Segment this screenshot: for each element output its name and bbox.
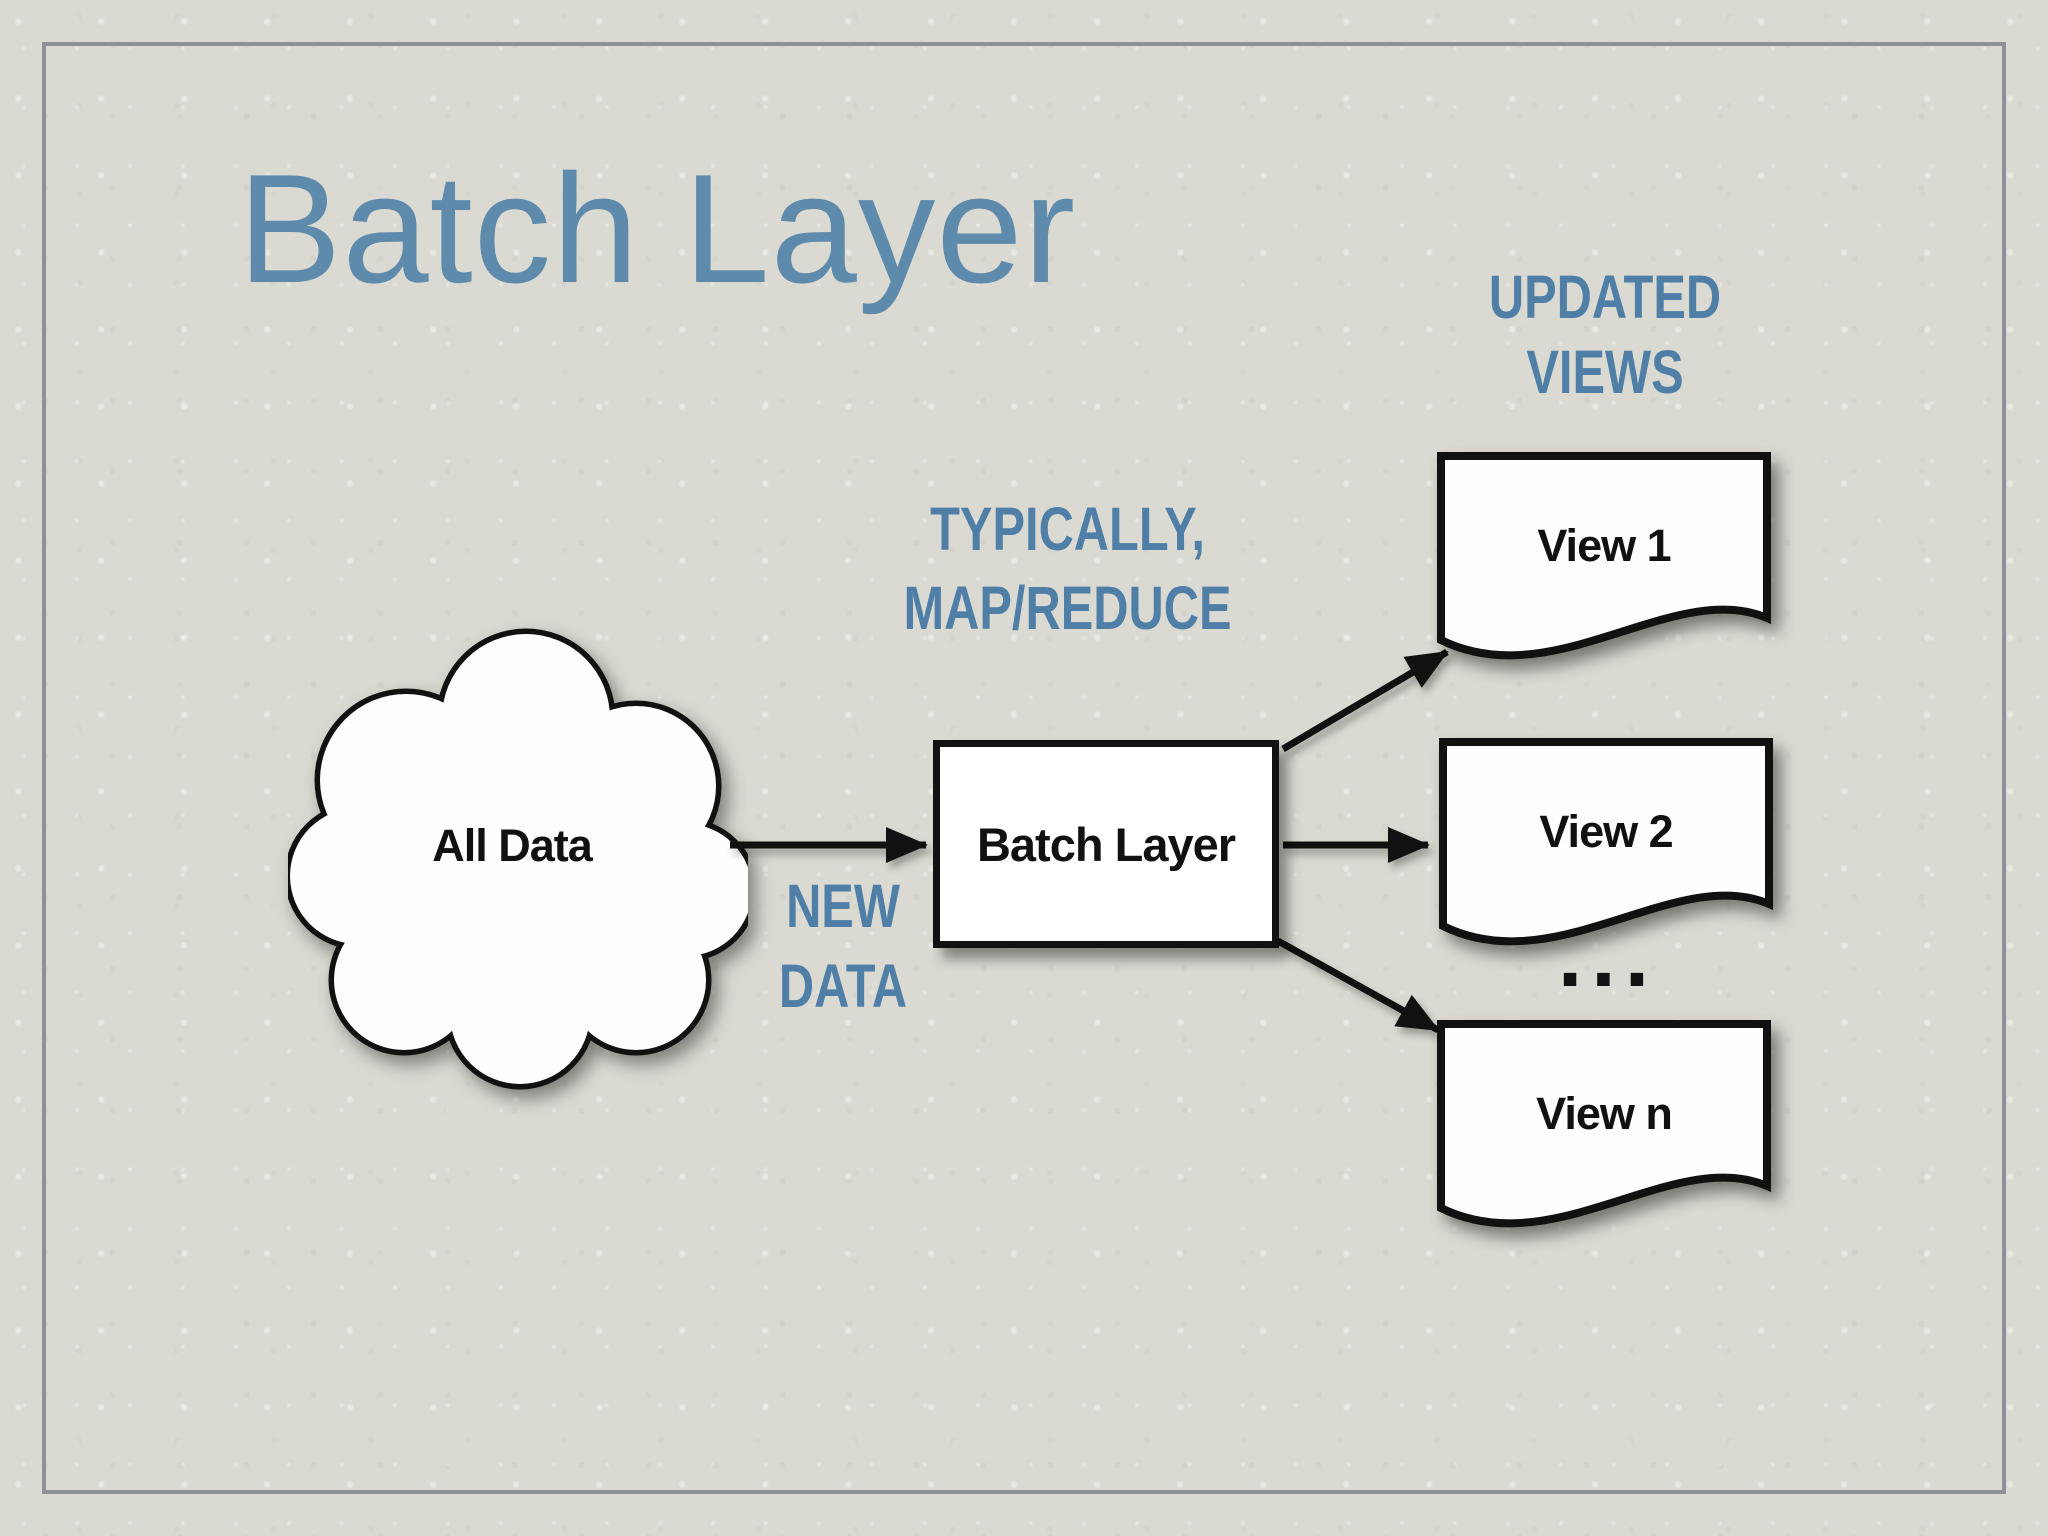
updated-views-label: UPDATED VIEWS	[1441, 260, 1769, 410]
slide-title: Batch Layer	[238, 142, 1077, 315]
view-1-label: View 1	[1537, 520, 1671, 571]
view-2-document-shape	[1439, 738, 1773, 946]
view-1-document-shape	[1437, 452, 1771, 660]
views-ellipsis: ...	[1557, 906, 1659, 1005]
new-data-line1: NEW	[786, 872, 900, 940]
updated-views-line1: UPDATED	[1488, 263, 1722, 331]
typically-mapreduce-label: TYPICALLY, MAP/REDUCE	[902, 490, 1234, 649]
mapreduce-line: MAP/REDUCE	[903, 574, 1232, 643]
cloud-fill	[290, 634, 748, 1084]
arrow-batch-to-view-n	[1276, 937, 1440, 1034]
view-n-document-shape	[1437, 1020, 1771, 1228]
cloud-label: All Data	[432, 820, 593, 871]
new-data-label: NEW DATA	[759, 867, 927, 1027]
batch-layer-box-label: Batch Layer	[976, 817, 1236, 871]
batch-layer-box: Batch Layer	[933, 740, 1279, 948]
typically-line: TYPICALLY,	[930, 495, 1205, 563]
updated-views-line2: VIEWS	[1526, 338, 1684, 407]
new-data-line2: DATA	[778, 951, 908, 1020]
arrow-batch-to-view-1	[1281, 648, 1449, 753]
view-2-label: View 2	[1539, 806, 1673, 857]
view-n-label: View n	[1536, 1088, 1673, 1139]
all-data-cloud-shape	[288, 628, 748, 1090]
